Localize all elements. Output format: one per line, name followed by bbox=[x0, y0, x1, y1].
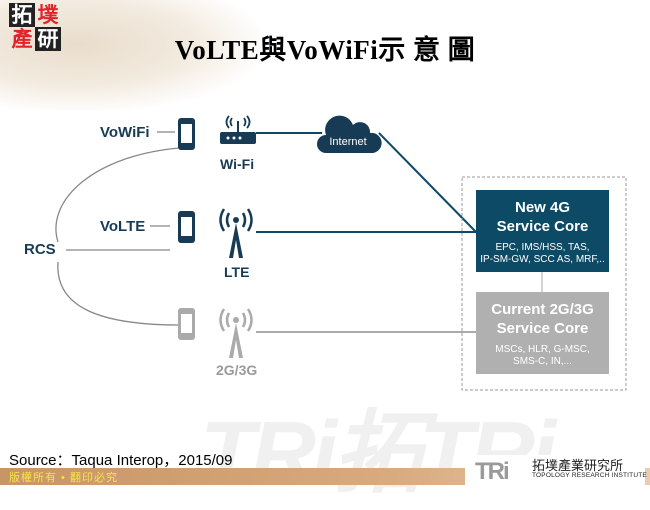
core-title: Current 2G/3G bbox=[491, 301, 594, 318]
copyright-notice: 版權所有 • 翻印必究 bbox=[9, 472, 118, 484]
lte-label: LTE bbox=[224, 264, 250, 280]
core-container bbox=[461, 176, 627, 391]
core-detail: EPC, IMS/HSS, TAS, bbox=[495, 242, 590, 253]
diagram-lines bbox=[55, 115, 627, 391]
cell-tower-icon bbox=[219, 308, 253, 358]
source-citation: Source：Taqua Interop，2015/09 bbox=[9, 452, 233, 469]
rcs-arc-top bbox=[55, 147, 181, 243]
logo-char: 產 bbox=[11, 27, 33, 51]
map-background bbox=[0, 0, 260, 110]
rcs-label: RCS bbox=[24, 241, 56, 258]
current-2g3g-core-box: Current 2G/3G Service Core MSCs, HLR, G-… bbox=[476, 292, 609, 374]
phone-icon bbox=[178, 211, 195, 243]
cell-tower-icon bbox=[219, 208, 253, 258]
footer-brand-box bbox=[465, 455, 645, 485]
new-4g-core-box: New 4G Service Core EPC, IMS/HSS, TAS, I… bbox=[476, 190, 609, 272]
core-title: Service Core bbox=[496, 320, 589, 337]
volte-label: VoLTE bbox=[100, 218, 146, 235]
internet-label: Internet bbox=[329, 136, 367, 148]
tri-logo: TRi bbox=[475, 458, 510, 486]
brand-name-en: TOPOLOGY RESEARCH INSTITUTE bbox=[532, 472, 647, 479]
core-title: New 4G bbox=[514, 199, 571, 216]
logo-char: 墣 bbox=[37, 3, 59, 27]
logo-char: 拓 bbox=[9, 3, 35, 27]
brand-name-cn: 拓墣產業研究所 bbox=[532, 459, 624, 474]
wifi-label: Wi-Fi bbox=[220, 156, 255, 172]
2g3g-label: 2G/3G bbox=[216, 362, 258, 378]
tri-logo-text: TRi bbox=[475, 458, 510, 485]
core-detail: SMS-C, IN,... bbox=[513, 356, 572, 367]
core-detail: MSCs, HLR, G-MSC, bbox=[495, 344, 590, 355]
rcs-arc-bottom bbox=[57, 261, 181, 326]
phone-icon bbox=[178, 118, 195, 150]
page-title: VoLTE與VoWiFi示 意 圖 bbox=[174, 35, 476, 65]
brand-logo: 拓 墣 產 研 bbox=[9, 3, 61, 51]
phone-icon bbox=[178, 308, 195, 340]
cloud-icon bbox=[317, 115, 382, 153]
vowifi-label: VoWiFi bbox=[100, 124, 150, 141]
core-detail: IP-SM-GW, SCC AS, MRF,.. bbox=[480, 254, 605, 265]
internet-core-line bbox=[378, 132, 477, 233]
logo-char: 研 bbox=[35, 27, 61, 51]
wifi-router-icon bbox=[220, 115, 256, 144]
core-title: Service Core bbox=[496, 218, 589, 235]
